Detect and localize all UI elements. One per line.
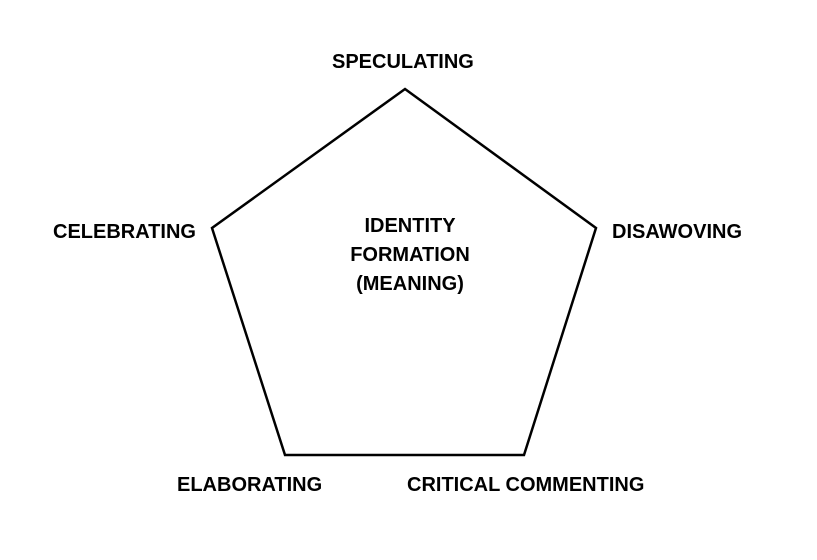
center-label-line-3: (MEANING)	[356, 273, 464, 295]
center-label: IDENTITY FORMATION (MEANING)	[310, 212, 510, 299]
pentagon-outline	[210, 87, 598, 457]
center-label-line-2: FORMATION	[350, 244, 470, 266]
vertex-label-top: SPECULATING	[332, 51, 474, 73]
vertex-label-bottom-left: ELABORATING	[177, 474, 323, 496]
vertex-label-right: DISAWOVING	[612, 221, 743, 243]
vertex-label-bottom-right: CRITICAL COMMENTING	[407, 474, 645, 496]
vertex-label-left: CELEBRATING	[53, 221, 196, 243]
center-label-line-1: IDENTITY	[364, 215, 456, 237]
